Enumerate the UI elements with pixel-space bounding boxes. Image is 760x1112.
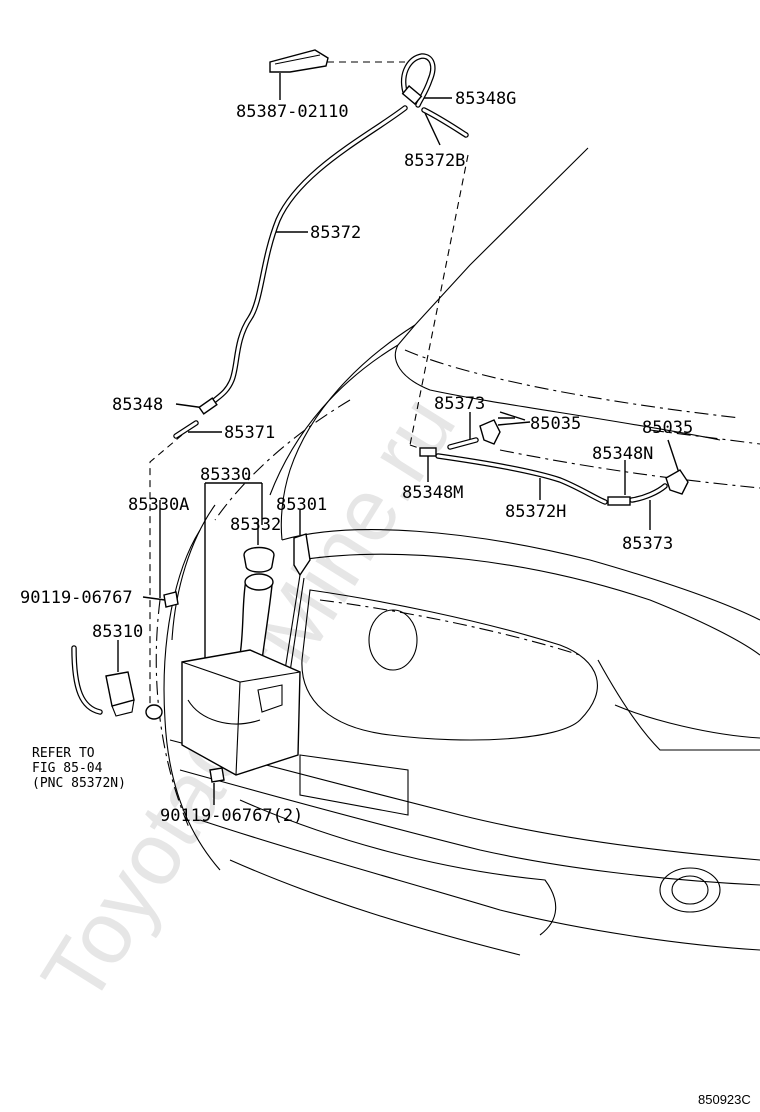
joints <box>198 85 631 506</box>
label-90119-06767-2: 90119-06767(2) <box>160 806 303 826</box>
label-85371: 85371 <box>224 423 275 443</box>
label-85372h: 85372H <box>505 502 566 522</box>
label-85372: 85372 <box>310 223 361 243</box>
refer-note-line2: FIG 85-04 <box>32 761 103 776</box>
label-85373-top: 85373 <box>434 394 485 414</box>
label-85348: 85348 <box>112 395 163 415</box>
refer-note-line1: REFER TO <box>32 746 95 761</box>
washer-tank-assembly <box>105 533 311 783</box>
label-85035-right: 85035 <box>642 418 693 438</box>
label-85387-02110: 85387-02110 <box>236 102 349 122</box>
label-85330a: 85330A <box>128 495 189 515</box>
label-85310: 85310 <box>92 622 143 642</box>
label-85372b: 85372B <box>404 151 465 171</box>
label-85035-left: 85035 <box>530 414 581 434</box>
label-85332: 85332 <box>230 515 281 535</box>
washer-hoses <box>71 53 668 715</box>
leader-lines <box>117 61 681 805</box>
figure-code: 850923C <box>698 1092 751 1107</box>
label-85348n: 85348N <box>592 444 653 464</box>
refer-note-line3: (PNC 85372N) <box>32 776 126 791</box>
label-85330: 85330 <box>200 465 251 485</box>
part-labels: 85387-02110 85348G 85372B 85372 85348 85… <box>20 89 693 826</box>
label-90119-06767: 90119-06767 <box>20 588 133 608</box>
label-85373-bottom: 85373 <box>622 534 673 554</box>
refer-note: REFER TO FIG 85-04 (PNC 85372N) <box>32 746 126 791</box>
car-body-outline <box>155 147 760 956</box>
label-85348m: 85348M <box>402 483 463 503</box>
label-85348g: 85348G <box>455 89 516 109</box>
washer-nozzles <box>269 49 689 495</box>
label-85301: 85301 <box>276 495 327 515</box>
